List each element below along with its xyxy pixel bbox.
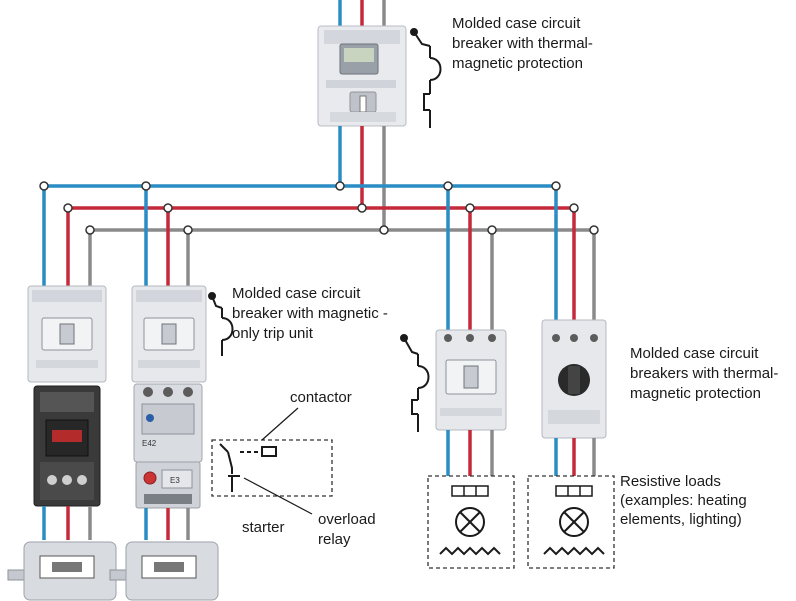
schematic-pointers — [243, 407, 313, 515]
incoming-feeders — [338, 0, 386, 30]
branch1-starter — [33, 385, 101, 507]
bus-bars — [42, 184, 596, 232]
branch3-breaker — [435, 329, 507, 431]
thermal-magnetic-symbol-left — [400, 334, 430, 432]
resistive-loads-label: Resistive loads (examples: heating eleme… — [620, 473, 747, 528]
starter-schematic — [211, 439, 333, 497]
overload-relay-label: overload relay — [318, 511, 376, 548]
branch2-overload-relay: E3 — [135, 461, 201, 509]
thermal-magnetic-symbol-top — [410, 28, 442, 128]
top-breaker — [317, 25, 407, 127]
branch4-leads — [554, 438, 596, 476]
branch4-breaker — [541, 319, 607, 439]
top-breaker-outgoing — [338, 126, 386, 230]
resistive-load-1 — [427, 475, 515, 569]
overload-id-mark: E3 — [170, 476, 180, 485]
branch3-leads — [446, 430, 494, 476]
branch1-leads — [42, 506, 92, 540]
motor-2 — [109, 541, 219, 601]
branch2-leads — [144, 508, 190, 540]
starter-label: starter — [242, 519, 285, 536]
contactor-label: contactor — [290, 389, 352, 406]
junction-dots — [39, 181, 599, 235]
branch2-contactor: E42 — [133, 383, 203, 463]
top-breaker-label: Molded case circuit breaker with thermal… — [452, 15, 593, 72]
magnetic-breaker-label: Molded case circuit breaker with magneti… — [232, 285, 388, 342]
branch1-breaker — [27, 285, 107, 383]
branch2-breaker — [131, 285, 207, 383]
magnetic-only-symbol — [208, 292, 234, 356]
branch-drops — [42, 186, 596, 334]
right-breakers-label: Molded case circuit breakers with therma… — [630, 345, 779, 402]
resistive-load-2 — [527, 475, 615, 569]
contactor-id-mark: E42 — [142, 439, 157, 448]
motor-1 — [7, 541, 117, 601]
